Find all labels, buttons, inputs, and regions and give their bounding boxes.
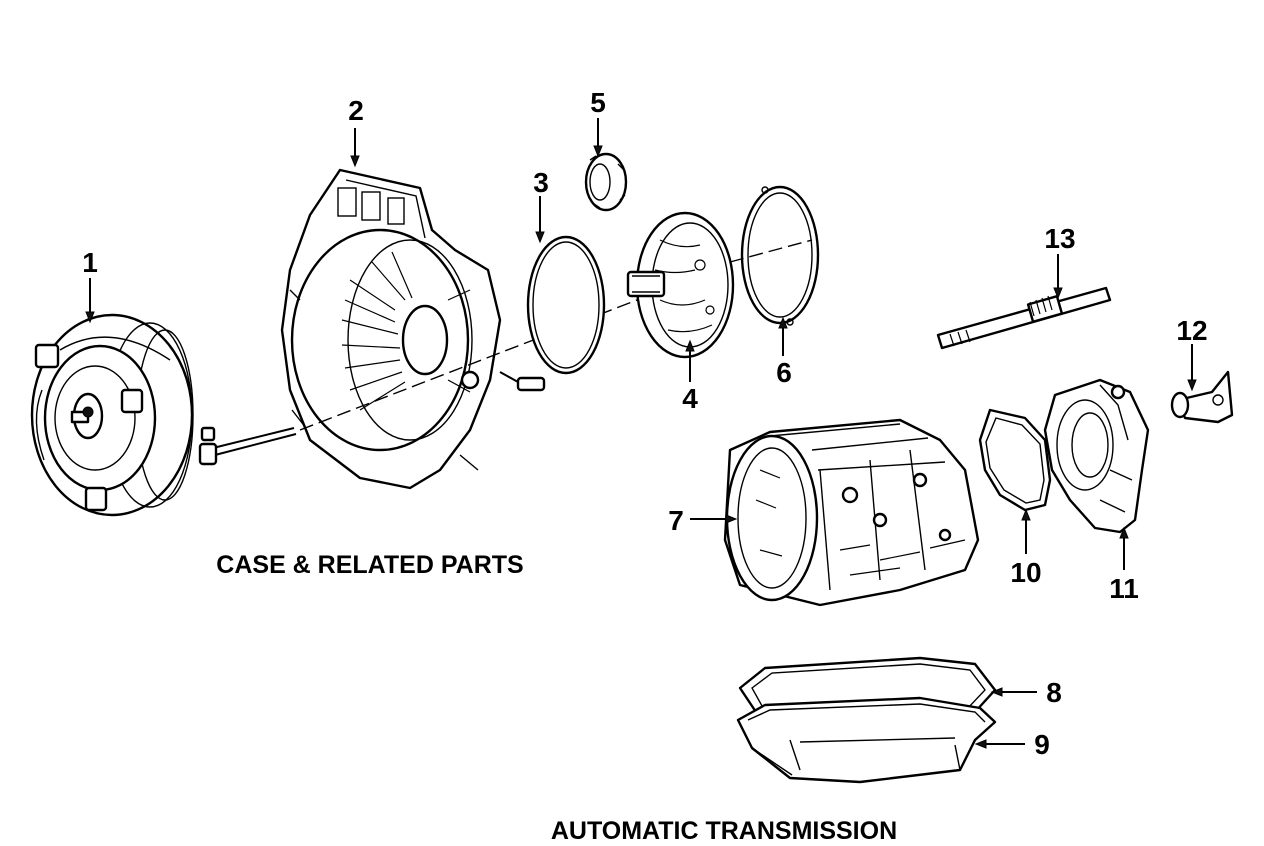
speedometer-drive[interactable]	[1170, 370, 1234, 424]
output-shaft[interactable]	[936, 286, 1112, 350]
extension-gasket[interactable]	[978, 408, 1052, 512]
callout-10: 10	[1010, 557, 1041, 588]
gasket[interactable]	[740, 185, 820, 326]
callout-12: 12	[1176, 315, 1207, 346]
callout-2: 2	[348, 95, 364, 126]
callout-11: 11	[1109, 573, 1139, 604]
converter-housing[interactable]	[280, 168, 502, 490]
callout-1: 1	[82, 247, 98, 278]
bushing[interactable]	[584, 152, 628, 212]
extension-housing[interactable]	[1043, 378, 1150, 534]
converter-bolt[interactable]	[198, 426, 297, 466]
oil-pump[interactable]	[626, 211, 735, 359]
housing-bolt[interactable]	[499, 371, 546, 392]
callout-8: 8	[1046, 677, 1062, 708]
torque-converter[interactable]	[30, 313, 194, 517]
callout-3: 3	[533, 167, 549, 198]
transmission-case[interactable]	[723, 418, 980, 607]
o-ring[interactable]	[526, 235, 606, 375]
leader-lines	[85, 118, 1197, 749]
oil-pan[interactable]	[736, 696, 997, 784]
caption-automatic-transmission: AUTOMATIC TRANSMISSION	[551, 817, 897, 845]
callout-6: 6	[776, 357, 792, 388]
pump-center-line	[729, 239, 813, 263]
callout-5: 5	[590, 87, 606, 118]
callout-4: 4	[682, 383, 698, 414]
callout-13: 13	[1044, 223, 1075, 254]
callout-7: 7	[668, 505, 684, 536]
caption-case-related-parts: CASE & RELATED PARTS	[216, 551, 523, 579]
callout-9: 9	[1034, 729, 1050, 760]
